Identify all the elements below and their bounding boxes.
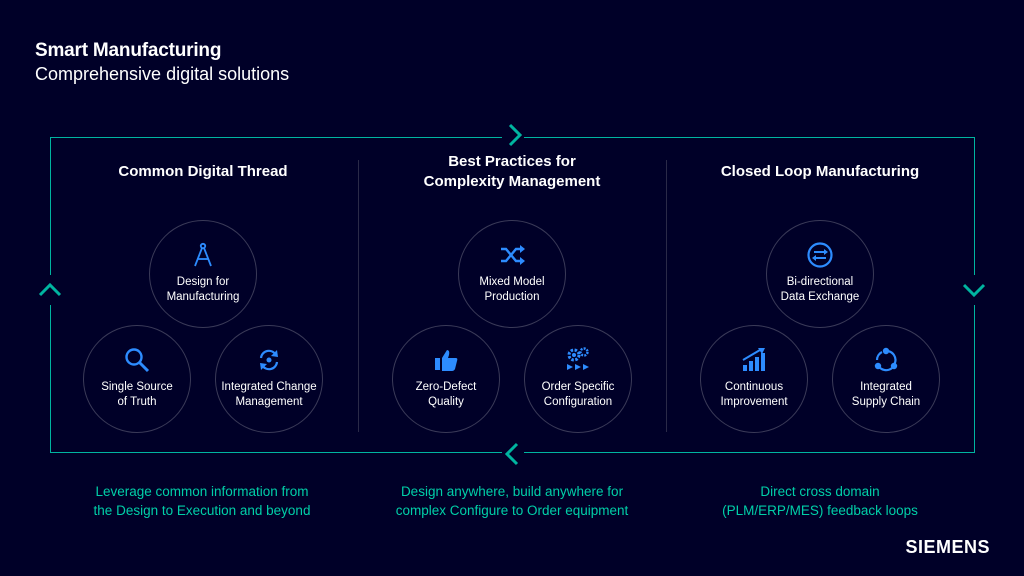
- feature-circle: Bi-directional Data Exchange: [766, 220, 874, 328]
- feature-label-line: Manufacturing: [166, 291, 240, 303]
- frame-top-left-edge: [50, 137, 502, 138]
- feature-label-line: Improvement: [720, 396, 788, 408]
- feature-label-line: Integrated: [860, 381, 912, 393]
- column-title: Common Digital Thread: [60, 162, 346, 182]
- feature-label-line: Integrated Change: [221, 381, 317, 393]
- frame-left-top-edge: [50, 137, 51, 275]
- column-title-line: Complexity Management: [423, 173, 601, 190]
- feature-label-line: of Truth: [117, 396, 157, 408]
- column-title: Closed Loop Manufacturing: [676, 162, 964, 182]
- column-caption: Direct cross domain (PLM/ERP/MES) feedba…: [670, 482, 970, 520]
- gears-icon: [564, 346, 592, 374]
- feature-label: Design for Manufacturing: [167, 275, 240, 305]
- feature-label-line: Mixed Model: [479, 276, 545, 288]
- column-title: Best Practices for Complexity Management: [368, 152, 656, 192]
- feature-circle: Order Specific Configuration: [524, 325, 632, 433]
- caption-line: Design anywhere, build anywhere for: [400, 484, 624, 499]
- feature-label: Mixed Model Production: [479, 275, 544, 305]
- frame-top-right-edge: [524, 137, 975, 138]
- feature-circle: Integrated Supply Chain: [832, 325, 940, 433]
- feature-circle: Zero-Defect Quality: [392, 325, 500, 433]
- feature-circle: Continuous Improvement: [700, 325, 808, 433]
- column-title-line: Best Practices for: [448, 153, 576, 170]
- feature-label: Single Source of Truth: [101, 380, 173, 410]
- magnifier-icon: [123, 346, 151, 374]
- thumbs-up-icon: [432, 346, 460, 374]
- feature-label-line: Quality: [428, 396, 464, 408]
- feature-label-line: Supply Chain: [851, 396, 921, 408]
- column-caption: Leverage common information from the Des…: [52, 482, 352, 520]
- chevron-up-icon: [36, 276, 64, 304]
- feature-label: Order Specific Configuration: [542, 380, 615, 410]
- frame-right-bottom-edge: [974, 305, 975, 453]
- caption-line: the Design to Execution and beyond: [93, 503, 311, 518]
- feature-label-line: Bi-directional: [786, 276, 854, 288]
- cycle-icon: [872, 346, 900, 374]
- chevron-left-icon: [499, 440, 527, 468]
- column-divider: [358, 160, 359, 432]
- feature-label: Integrated Change Management: [221, 380, 316, 410]
- frame-bottom-left-edge: [50, 452, 502, 453]
- feature-circle: Integrated Change Management: [215, 325, 323, 433]
- frame-right-top-edge: [974, 137, 975, 275]
- process-loop-frame: [50, 137, 975, 453]
- feature-label-line: Design for: [176, 276, 230, 288]
- feature-label-line: Production: [484, 291, 540, 303]
- chevron-down-icon: [960, 276, 988, 304]
- frame-left-bottom-edge: [50, 305, 51, 453]
- feature-label-line: Zero-Defect: [415, 381, 477, 393]
- column-title-line: Common Digital Thread: [118, 163, 288, 180]
- sync-icon: [255, 346, 283, 374]
- frame-bottom-right-edge: [524, 452, 975, 453]
- feature-label-line: Configuration: [543, 396, 613, 408]
- caption-line: Leverage common information from: [95, 484, 309, 499]
- caption-line: complex Configure to Order equipment: [395, 503, 629, 518]
- column-divider: [666, 160, 667, 432]
- feature-label-line: Order Specific: [541, 381, 615, 393]
- feature-label: Zero-Defect Quality: [416, 380, 477, 410]
- feature-label: Integrated Supply Chain: [852, 380, 920, 410]
- feature-label: Bi-directional Data Exchange: [781, 275, 860, 305]
- column-caption: Design anywhere, build anywhere for comp…: [362, 482, 662, 520]
- siemens-logo: SIEMENS: [905, 537, 990, 557]
- feature-label-line: Continuous: [724, 381, 784, 393]
- feature-circle: Mixed Model Production: [458, 220, 566, 328]
- feature-circle: Design for Manufacturing: [149, 220, 257, 328]
- feature-circle: Single Source of Truth: [83, 325, 191, 433]
- page-subtitle: Comprehensive digital solutions: [35, 64, 290, 84]
- chevron-right-icon: [500, 121, 528, 149]
- feature-label-line: Management: [235, 396, 303, 408]
- compass-icon: [189, 241, 217, 269]
- caption-line: (PLM/ERP/MES) feedback loops: [722, 503, 918, 518]
- page-title: Smart Manufacturing: [35, 40, 222, 61]
- exchange-icon: [806, 241, 834, 269]
- feature-label: Continuous Improvement: [720, 380, 787, 410]
- feature-label-line: Single Source: [101, 381, 173, 393]
- shuffle-icon: [498, 241, 526, 269]
- caption-line: Direct cross domain: [760, 484, 880, 499]
- growth-chart-icon: [740, 346, 768, 374]
- feature-label-line: Data Exchange: [780, 291, 860, 303]
- column-title-line: Closed Loop Manufacturing: [720, 163, 920, 180]
